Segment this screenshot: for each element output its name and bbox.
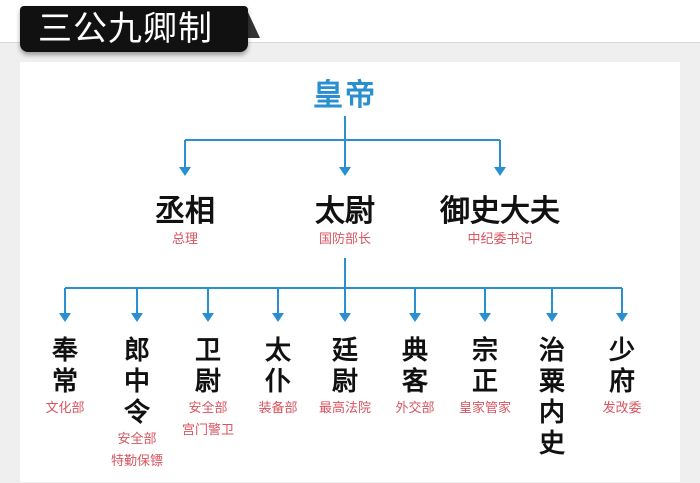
minister-modern-equivalent: 皇家管家 xyxy=(458,401,512,416)
node-emperor: 皇帝 xyxy=(313,78,377,113)
minister-node: 治粟内史 xyxy=(537,336,567,460)
arrow-down-icon xyxy=(339,167,351,176)
minister-modern-equivalent: 最高法院 xyxy=(318,401,372,416)
arrow-down-icon xyxy=(202,313,214,322)
duke-name: 御史大夫 xyxy=(440,194,560,229)
minister-name: 治粟内史 xyxy=(538,336,565,459)
duke-node: 御史大夫中纪委书记 xyxy=(440,192,560,248)
minister-modern-equivalent: 宫门警卫 xyxy=(181,423,235,438)
duke-modern-equivalent: 国防部长 xyxy=(318,232,371,247)
minister-name: 宗正 xyxy=(471,336,498,397)
banner-fold xyxy=(246,8,260,38)
minister-node: 廷尉最高法院 xyxy=(319,336,371,420)
duke-name: 太尉 xyxy=(315,194,375,229)
minister-node: 卫尉安全部宫门警卫 xyxy=(182,336,234,442)
minister-node: 太仆装备部 xyxy=(258,336,297,420)
arrow-down-icon xyxy=(494,167,506,176)
arrow-down-icon xyxy=(616,313,628,322)
minister-name: 典客 xyxy=(401,336,428,397)
minister-modern-equivalent: 安全部 xyxy=(117,432,157,447)
duke-node: 丞相总理 xyxy=(155,192,215,248)
minister-name: 太仆 xyxy=(264,336,291,397)
arrow-down-icon xyxy=(59,313,71,322)
minister-name: 卫尉 xyxy=(194,336,221,397)
duke-modern-equivalent: 总理 xyxy=(171,232,198,247)
minister-modern-equivalent: 特勤保镖 xyxy=(110,454,164,469)
minister-name: 奉常 xyxy=(51,336,78,397)
arrow-down-icon xyxy=(339,313,351,322)
arrow-down-icon xyxy=(479,313,491,322)
arrow-down-icon xyxy=(131,313,143,322)
connectors xyxy=(59,116,628,322)
arrow-down-icon xyxy=(409,313,421,322)
duke-node: 太尉国防部长 xyxy=(315,192,375,248)
duke-modern-equivalent: 中纪委书记 xyxy=(467,232,533,247)
minister-node: 郎中令安全部特勤保镖 xyxy=(111,336,163,473)
minister-name: 郎中令 xyxy=(123,336,150,428)
minister-modern-equivalent: 外交部 xyxy=(395,401,435,416)
minister-modern-equivalent: 安全部 xyxy=(188,401,228,416)
minister-modern-equivalent: 文化部 xyxy=(45,401,85,416)
minister-node: 少府发改委 xyxy=(602,336,641,420)
duke-name: 丞相 xyxy=(155,194,215,229)
diagram-panel xyxy=(20,62,680,482)
minister-name: 廷尉 xyxy=(331,336,358,397)
arrow-down-icon xyxy=(272,313,284,322)
minister-node: 宗正皇家管家 xyxy=(459,336,511,420)
minister-modern-equivalent: 发改委 xyxy=(602,401,642,416)
arrow-down-icon xyxy=(179,167,191,176)
minister-node: 典客外交部 xyxy=(395,336,434,420)
title-banner: 三公九卿制 xyxy=(20,6,248,52)
arrow-down-icon xyxy=(546,313,558,322)
minister-node: 奉常文化部 xyxy=(45,336,84,420)
minister-modern-equivalent: 装备部 xyxy=(258,401,298,416)
minister-name: 少府 xyxy=(608,336,635,397)
